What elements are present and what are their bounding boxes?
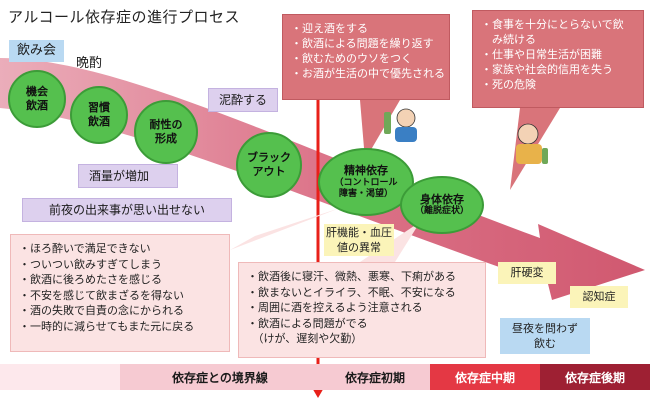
callout-mental-line-4: ・お酒が生活の中で優先される [291,67,445,80]
callout-physical-line-2: ・飲まないとイライラ、不眠、不安になる [247,285,456,299]
stage-2-label: 習慣 飲酒 [88,101,110,128]
callout-tail-left [230,208,340,250]
collapsed-person-illustration [506,118,552,168]
callout-early-line-4: ・不安を感じて飲まざるを得ない [19,288,184,302]
stage-5-mental-dependence: 精神依存 （コントロール 障害・渇望） [318,148,414,216]
callout-physical-line-5: （けが、遅刻や欠勤） [247,332,363,345]
stage-3-label: 耐性の 形成 [149,118,183,145]
stage-5-label: 精神依存 [344,164,388,178]
stage-6-label: 身体依存 [420,192,464,206]
tag-liver-bp: 肝機能・血圧 値の異常 [324,224,394,256]
stage-6-sublabel: （離脱症状） [414,206,469,217]
stage-4-label: ブラック アウト [247,151,291,178]
bar-label-late: 依存症後期 [564,370,625,385]
bar-segment-middle: 依存症中期 [430,364,540,390]
callout-mental-line-2: ・飲酒による問題を繰り返す [291,37,434,50]
stage-6-physical-dependence: 身体依存 （離脱症状） [400,176,484,234]
stage-2-habitual: 習慣 飲酒 [70,86,128,144]
tag-day-night: 昼夜を問わず 飲む [500,318,590,354]
diagram-title: アルコール依存症の進行プロセス [8,8,241,26]
tag-cirrhosis: 肝硬変 [498,262,556,284]
callout-early-line-6: ・一時的に減らせてもまた元に戻る [19,319,195,333]
drinking-person-illustration [380,104,426,144]
callout-physical-signs: ・飲酒後に寝汗、微熱、悪寒、下痢がある ・飲まないとイライラ、不眠、不安になる … [238,262,486,358]
callout-physical-line-3: ・周囲に酒を控えるよう注意される [247,301,423,314]
bar-label-middle: 依存症中期 [454,370,515,385]
callout-late-line-2: み続ける [481,33,536,46]
bar-segment-blank [0,364,120,390]
callout-late-line-5: ・死の危険 [481,78,536,91]
stage-3-tolerance: 耐性の 形成 [134,100,198,164]
callout-early-line-5: ・酒の失敗で自責の念にかられる [19,304,184,317]
callout-mental-symptoms: ・迎え酒をする ・飲酒による問題を繰り返す ・飲むためのウソをつく ・お酒が生活… [282,14,450,100]
tag-zenya: 前夜の出来事が思い出せない [22,198,232,222]
stage-1-occasional: 機会 飲酒 [8,70,66,128]
callout-early-line-1: ・ほろ酔いで満足できない [19,242,151,255]
callout-late-line-1: ・食事を十分にとらないで飲 [481,18,624,31]
callout-mental-line-3: ・飲むためのウソをつく [291,52,412,65]
bar-segment-late: 依存症後期 [540,364,650,390]
bar-label-early: 依存症初期 [344,370,405,385]
callout-late-symptoms: ・食事を十分にとらないで飲 み続ける ・仕事や日常生活が困難 ・家族や社会的信用… [472,10,644,108]
callout-late-line-3: ・仕事や日常生活が困難 [481,48,602,61]
stage-1-label: 機会 飲酒 [26,85,48,112]
callout-early-line-3: ・飲酒に後ろめたさを感じる [19,273,162,286]
stage-4-blackout: ブラック アウト [236,132,302,198]
callout-late-line-4: ・家族や社会的信用を失う [481,63,613,76]
bar-label-boundary: 依存症との境界線 [172,370,268,385]
callout-early-signs: ・ほろ酔いで満足できない ・ついつい飲みすぎてしまう ・飲酒に後ろめたさを感じる… [10,234,230,352]
tag-deisui: 泥酔する [208,88,279,112]
tag-banshaku: 晩酌 [76,56,103,71]
tag-nomikai: 飲み会 [9,40,65,62]
tag-shuryo: 酒量が増加 [78,164,178,188]
callout-early-line-2: ・ついつい飲みすぎてしまう [19,257,162,271]
bar-segment-early: 依存症初期 [320,364,430,390]
tag-dementia: 認知症 [570,286,628,308]
bar-segment-boundary: 依存症との境界線 [120,364,320,390]
callout-physical-line-4: ・飲酒による問題がでる [247,316,368,330]
callout-mental-line-1: ・迎え酒をする [291,22,368,35]
stage-5-sublabel: （コントロール 障害・渇望） [334,178,398,199]
callout-physical-line-1: ・飲酒後に寝汗、微熱、悪寒、下痢がある [247,270,456,283]
